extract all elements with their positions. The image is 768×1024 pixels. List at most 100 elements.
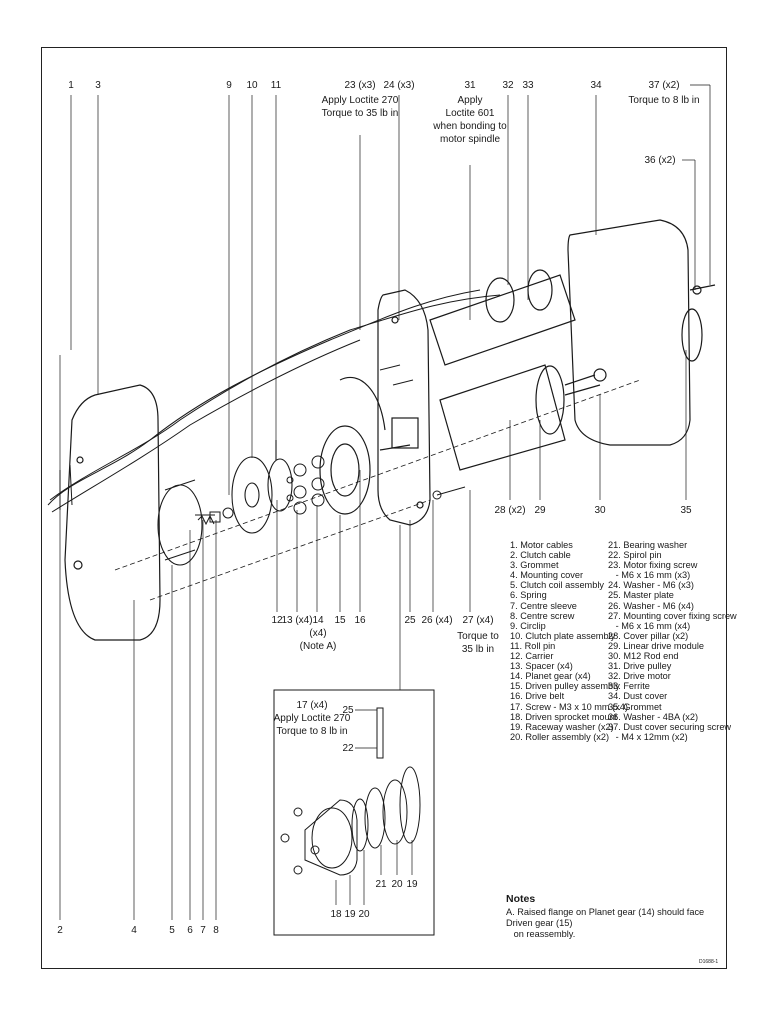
inset-detail (273, 689, 435, 936)
legend-item: 21. Bearing washer (608, 540, 688, 550)
legend-item: 37. Dust cover securing screw (608, 721, 732, 732)
note-a-line2: on reassembly. (506, 929, 576, 939)
inset-callout-22: 22 (342, 743, 354, 754)
centre-screw-set (197, 507, 234, 526)
notes-title: Notes (506, 893, 536, 905)
callout-4: 4 (131, 925, 137, 936)
legend-item: 33. Ferrite (608, 681, 650, 692)
inset-note-17-loctite: Apply Loctite 270 (273, 713, 351, 724)
legend-item: 24. Washer - M6 (x3) (608, 580, 694, 591)
drawing-frame (41, 47, 727, 969)
legend-item: 31. Drive pulley (608, 661, 672, 672)
inset-callout-25: 25 (342, 705, 354, 716)
callout-14: 14 (312, 615, 324, 626)
legend-item: - M6 x 16 mm (x4) (608, 620, 691, 631)
callout-30: 30 (594, 505, 606, 516)
inset-callout-19: 19 (406, 879, 418, 890)
inset-note-17-torque: Torque to 8 lb in (276, 726, 348, 737)
legend-item: 19. Raceway washer (x2) (510, 721, 614, 732)
legend-item: 26. Washer - M6 (x4) (608, 600, 694, 611)
inset-callout-19b: 19 (344, 909, 356, 920)
leader-lines (59, 84, 711, 920)
callout-31: 31 (464, 80, 476, 91)
callout-16: 16 (354, 615, 366, 626)
callout-12: 12 (271, 615, 283, 626)
callout-14-count: (x4) (309, 628, 327, 639)
legend-item: 27. Mounting cover fixing screw (608, 610, 737, 621)
legend-item: 25. Master plate (608, 590, 674, 601)
legend-item: 20. Roller assembly (x2) (510, 731, 610, 742)
legend-item: 10. Clutch plate assembly (510, 630, 616, 641)
callout-8: 8 (213, 925, 219, 936)
legend-item: 17. Screw - M3 x 10 mm (x4) (510, 701, 628, 712)
callout-7: 7 (200, 925, 206, 936)
note-23-torque: Torque to 35 lb in (321, 108, 399, 119)
legend-item: 22. Spirol pin (608, 550, 662, 561)
legend-item: 12. Carrier (510, 651, 554, 662)
legend-item: 13. Spacer (x4) (510, 661, 573, 672)
legend-item: 6. Spring (510, 590, 547, 601)
master-plate (377, 289, 431, 526)
callout-28: 28 (x2) (494, 505, 526, 516)
callout-2: 2 (57, 925, 63, 936)
legend-item: 16. Drive belt (510, 691, 565, 702)
figure-code: D1688-1 (699, 959, 719, 965)
legend-item: - M6 x 16 mm (x3) (608, 570, 691, 581)
inset-callout-20: 20 (391, 879, 403, 890)
note-31-a: Apply (457, 95, 483, 106)
legend-item: 2. Clutch cable (510, 550, 571, 561)
callout-14-note: (Note A) (299, 641, 337, 652)
legend-item: 29. Linear drive module (608, 640, 705, 651)
callout-1: 1 (68, 80, 74, 91)
clutch-plate-assembly (231, 440, 293, 534)
legend-item: 4. Mounting cover (510, 570, 584, 581)
inset-callout-21: 21 (375, 879, 387, 890)
note-27-torque-a: Torque to (457, 631, 499, 642)
note-37-torque: Torque to 8 lb in (628, 95, 700, 106)
callout-6: 6 (187, 925, 193, 936)
linear-drive-module (439, 364, 607, 471)
legend-item: 15. Driven pulley assembly (510, 681, 620, 692)
legend-item: 7. Centre sleeve (510, 600, 577, 611)
callout-11: 11 (270, 80, 282, 91)
note-31-d: motor spindle (439, 134, 501, 145)
callout-23: 23 (x3) (344, 80, 376, 91)
assembly-axis (114, 379, 641, 601)
callout-5: 5 (169, 925, 175, 936)
legend-item: 5. Clutch coil assembly (510, 580, 604, 591)
callout-32: 32 (502, 80, 514, 91)
note-31-b: Loctite 601 (445, 108, 495, 119)
legend-item: 9. Circlip (510, 620, 546, 631)
callout-29: 29 (534, 505, 546, 516)
mounting-cover (64, 384, 161, 641)
callout-13: 13 (x4) (281, 615, 313, 626)
callout-10: 10 (246, 80, 258, 91)
legend-item: 30. M12 Rod end (608, 651, 679, 662)
legend-item: 11. Roll pin (510, 640, 556, 651)
fixing-screws (379, 364, 466, 500)
legend-item: 14. Planet gear (x4) (510, 671, 591, 682)
drive-motor (429, 269, 576, 366)
callout-26: 26 (x4) (421, 615, 453, 626)
dust-cover (567, 219, 716, 446)
callout-3: 3 (95, 80, 101, 91)
inset-callout-20b: 20 (358, 909, 370, 920)
note-23-loctite: Apply Loctite 270 (321, 95, 399, 106)
note-31-c: when bonding to (433, 121, 507, 132)
inset-callout-17: 17 (x4) (296, 700, 328, 711)
motor-cables (47, 289, 501, 513)
callout-36: 36 (x2) (644, 155, 676, 166)
callout-35: 35 (680, 505, 692, 516)
callout-15: 15 (334, 615, 346, 626)
legend-item: 28. Cover pillar (x2) (608, 630, 689, 641)
planet-gears (286, 455, 325, 515)
legend-item: - M4 x 12mm (x2) (608, 731, 688, 742)
legend-item: 32. Drive motor (608, 671, 671, 682)
legend-item: 3. Grommet (510, 560, 559, 571)
callout-25: 25 (404, 615, 416, 626)
inset-callout-18: 18 (330, 909, 342, 920)
callout-34: 34 (590, 80, 602, 91)
